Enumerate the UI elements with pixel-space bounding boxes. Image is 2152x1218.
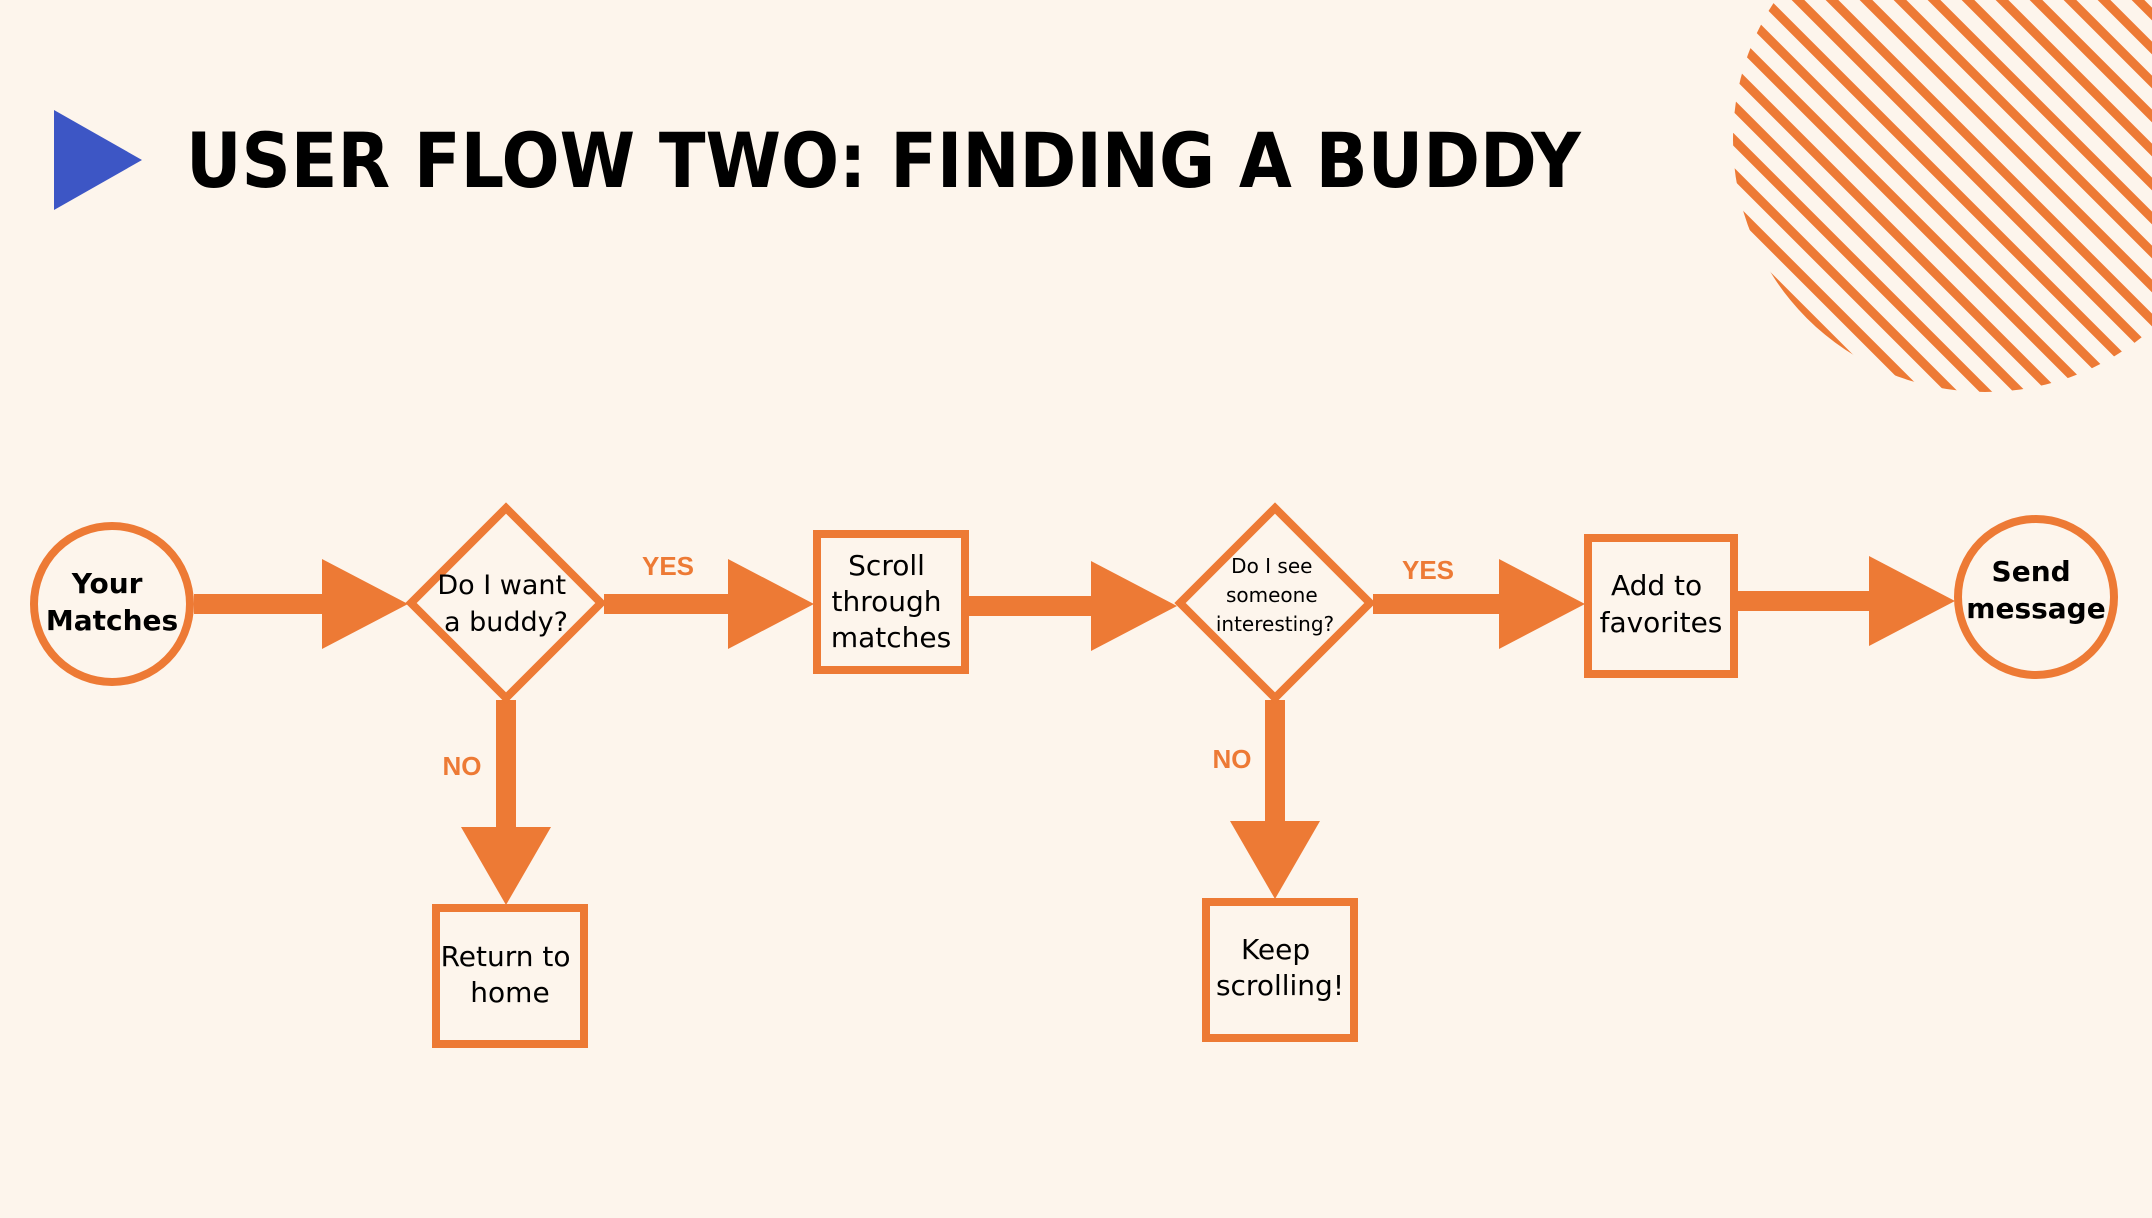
node-return-home: Return to home <box>432 904 588 1048</box>
arrow-head <box>322 559 408 649</box>
edge-label-see-interesting-yes: YES <box>1402 555 1454 585</box>
node-label-line: home <box>470 976 549 1009</box>
svg-text:Do I want a buddy?: Do I want a buddy? <box>437 570 574 638</box>
edge-label-want-buddy-no: NO <box>443 751 482 781</box>
decoration-stripe <box>1798 0 2152 392</box>
decoration-stripe <box>1733 0 1964 392</box>
play-triangle-icon <box>54 110 142 210</box>
node-label-line: Scroll <box>848 549 925 582</box>
node-label-line: through <box>832 585 942 618</box>
node-your-matches: Your Matches <box>30 522 194 686</box>
decoration-stripe <box>1733 0 2152 392</box>
decoration-stripe <box>1733 0 2066 392</box>
arrow-head <box>728 559 814 649</box>
edge-label-see-interesting-no: NO <box>1213 744 1252 774</box>
decoration-stripe <box>1733 0 1930 392</box>
edge-label-want-buddy-yes: YES <box>642 551 694 581</box>
svg-text:Add to favorites: Add to favorites <box>1600 569 1723 639</box>
node-see-interesting: Do I see someone interesting? <box>1174 502 1376 704</box>
edge-your-matches-to-want-buddy <box>194 559 408 649</box>
svg-text:Your Matches: Your Matches <box>46 567 178 637</box>
node-label-line: Your <box>71 567 143 600</box>
node-scroll-matches: Scroll through matches <box>813 530 969 674</box>
arrow-head <box>461 827 551 905</box>
edge-want-buddy-to-scroll-matches <box>604 559 814 649</box>
node-label-line: Return to <box>441 940 571 973</box>
edge-want-buddy-to-return-home <box>461 700 551 905</box>
edge-see-interesting-to-add-favorites <box>1373 559 1585 649</box>
edge-see-interesting-to-keep-scrolling <box>1230 700 1320 899</box>
decoration-stripe <box>1764 0 2152 392</box>
node-want-buddy: Do I want a buddy? <box>405 502 607 704</box>
arrow-head <box>1869 556 1955 646</box>
node-label-line: interesting? <box>1216 612 1334 636</box>
decoration-stripe <box>1733 0 2152 392</box>
arrow-head <box>1230 821 1320 899</box>
svg-text:Return to home: Return to home <box>441 940 580 1009</box>
decoration-stripe <box>1733 0 1998 392</box>
svg-text:Send message: Send message <box>1966 555 2105 625</box>
decoration-stripe <box>1733 0 2134 392</box>
node-label-line: matches <box>831 621 951 654</box>
node-label-line: Matches <box>46 604 178 637</box>
page-title: USER FLOW TWO: FINDING A BUDDY <box>186 116 1582 205</box>
decoration-stripe <box>1733 0 1896 392</box>
striped-circle-decoration <box>1733 0 2152 392</box>
node-label-line: scrolling! <box>1216 969 1344 1002</box>
node-label-line: message <box>1966 592 2105 625</box>
decoration-stripe <box>1733 0 2032 392</box>
node-add-favorites: Add to favorites <box>1584 534 1738 678</box>
decoration-stripe <box>1733 0 2152 392</box>
node-label-line: someone <box>1226 583 1318 607</box>
node-label-line: Do I see <box>1231 554 1312 578</box>
edge-scroll-matches-to-see-interesting <box>968 561 1177 651</box>
decoration-stripe <box>1733 0 2152 392</box>
svg-text:Do I see someone i: Do I see someone interesting? <box>1216 554 1334 636</box>
svg-text:Keep scrolling!: Keep scrolling! <box>1216 933 1344 1002</box>
decoration-stripe <box>1733 0 2152 392</box>
edge-add-favorites-to-send-message <box>1737 556 1955 646</box>
node-label-line: Keep <box>1241 933 1310 966</box>
decoration-stripe <box>1832 0 2152 392</box>
node-label-line: Send <box>1992 555 2071 588</box>
node-label-line: Add to <box>1611 569 1702 602</box>
node-label-line: Do I want <box>437 570 566 601</box>
arrow-head <box>1091 561 1177 651</box>
node-send-message: Send message <box>1954 515 2118 679</box>
svg-text:Scroll through mat: Scroll through matches <box>831 549 951 654</box>
node-label-line: a buddy? <box>444 607 568 638</box>
decoration-stripe <box>1733 0 2152 392</box>
arrow-head <box>1499 559 1585 649</box>
node-keep-scrolling: Keep scrolling! <box>1202 898 1358 1042</box>
decoration-stripe <box>1733 0 2100 392</box>
node-label-line: favorites <box>1600 606 1723 639</box>
decoration-stripe <box>2138 0 2152 392</box>
